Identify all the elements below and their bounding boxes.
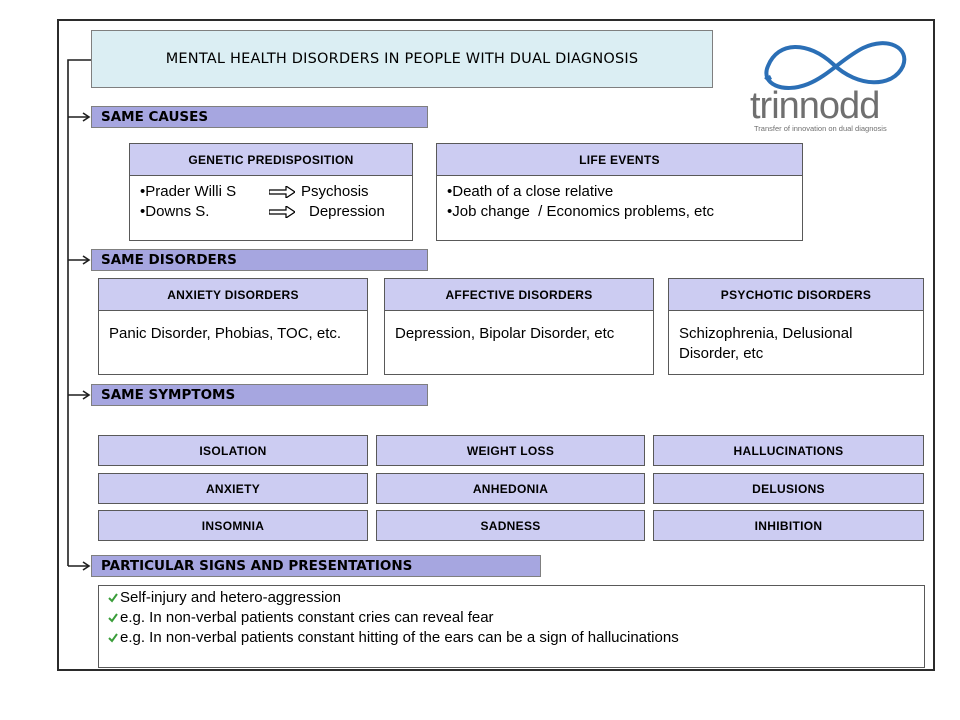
checkmark-icon xyxy=(108,613,118,623)
infinity-logo-icon: trinnodd Transfer of innovation on dual … xyxy=(750,41,907,133)
psychotic-disorders-card: PSYCHOTIC DISORDERS Schizophrenia, Delus… xyxy=(668,278,924,375)
symptom-sadness: SADNESS xyxy=(376,510,645,541)
checkmark-icon xyxy=(108,593,118,603)
section-same-causes: SAME CAUSES xyxy=(91,106,428,128)
genetic-item-from: •Prader Willi S xyxy=(140,183,237,200)
card-header: AFFECTIVE DISORDERS xyxy=(385,279,653,311)
card-text: Schizophrenia, Delusional Disorder, etc xyxy=(679,325,853,362)
card-text: Depression, Bipolar Disorder, etc xyxy=(395,325,615,342)
genetic-item-to: Depression xyxy=(309,203,385,220)
symptom-isolation: ISOLATION xyxy=(98,435,368,466)
card-header: LIFE EVENTS xyxy=(437,144,802,176)
card-header: GENETIC PREDISPOSITION xyxy=(130,144,412,176)
symptom-hallucinations: HALLUCINATIONS xyxy=(653,435,924,466)
arrow-right-icon xyxy=(269,206,295,218)
genetic-item: •Prader Willi S Psychosis xyxy=(140,182,404,202)
card-header: ANXIETY DISORDERS xyxy=(99,279,367,311)
symptom-weight-loss: WEIGHT LOSS xyxy=(376,435,645,466)
checkmark-icon xyxy=(108,633,118,643)
life-events-card: LIFE EVENTS •Death of a close relative •… xyxy=(436,143,803,241)
sign-item: e.g. In non-verbal patients constant cri… xyxy=(108,608,918,628)
life-event-item: •Job change / Economics problems, etc xyxy=(447,203,715,220)
card-header: PSYCHOTIC DISORDERS xyxy=(669,279,923,311)
symptom-anxiety: ANXIETY xyxy=(98,473,368,504)
signs-list: Self-injury and hetero-aggression e.g. I… xyxy=(98,585,925,668)
life-event-item: •Death of a close relative xyxy=(447,183,614,200)
arrow-right-icon xyxy=(269,186,295,198)
genetic-item-to: Psychosis xyxy=(301,183,369,200)
page-title: MENTAL HEALTH DISORDERS IN PEOPLE WITH D… xyxy=(91,30,713,88)
sign-text: Self-injury and hetero-aggression xyxy=(120,589,341,606)
anxiety-disorders-card: ANXIETY DISORDERS Panic Disorder, Phobia… xyxy=(98,278,368,375)
symptom-delusions: DELUSIONS xyxy=(653,473,924,504)
symptom-anhedonia: ANHEDONIA xyxy=(376,473,645,504)
genetic-item: •Downs S. Depression xyxy=(140,202,404,222)
trinnodd-logo: trinnodd Transfer of innovation on dual … xyxy=(748,36,918,136)
sign-item: Self-injury and hetero-aggression xyxy=(108,588,918,608)
genetic-predisposition-card: GENETIC PREDISPOSITION •Prader Willi S P… xyxy=(129,143,413,241)
symptom-insomnia: INSOMNIA xyxy=(98,510,368,541)
section-particular-signs: PARTICULAR SIGNS AND PRESENTATIONS xyxy=(91,555,541,577)
section-same-disorders: SAME DISORDERS xyxy=(91,249,428,271)
slide-frame xyxy=(57,19,935,671)
symptom-inhibition: INHIBITION xyxy=(653,510,924,541)
sign-text: e.g. In non-verbal patients constant cri… xyxy=(120,609,494,626)
card-text: Panic Disorder, Phobias, TOC, etc. xyxy=(109,325,342,342)
sign-item: e.g. In non-verbal patients constant hit… xyxy=(108,628,918,648)
svg-text:trinnodd: trinnodd xyxy=(750,85,879,127)
section-same-symptoms: SAME SYMPTOMS xyxy=(91,384,428,406)
genetic-item-from: •Downs S. xyxy=(140,203,210,220)
affective-disorders-card: AFFECTIVE DISORDERS Depression, Bipolar … xyxy=(384,278,654,375)
svg-text:Transfer of innovation on dual: Transfer of innovation on dual diagnosis xyxy=(754,124,887,133)
sign-text: e.g. In non-verbal patients constant hit… xyxy=(120,629,679,646)
